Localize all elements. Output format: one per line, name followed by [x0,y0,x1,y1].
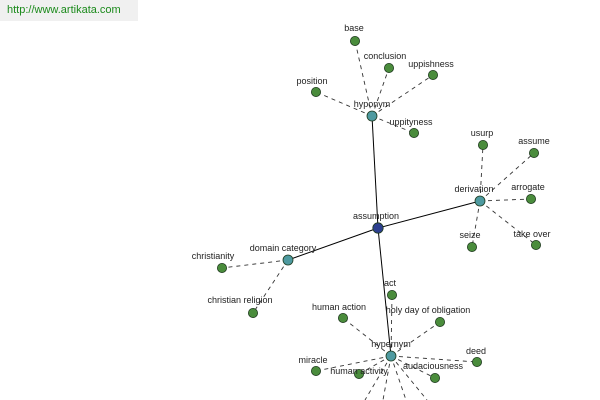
leaf-node-label: audaciousness [403,361,464,371]
leaf-node[interactable] [337,312,348,323]
hub-node-label: hypernym [371,339,411,349]
leaf-node-label: christianity [192,251,235,261]
center-node-label: assumption [353,211,399,221]
hub-to-leaf-edge [358,355,392,375]
leaf-node[interactable] [531,239,542,250]
hub-node-label: derivation [454,184,493,194]
leaf-node[interactable] [216,262,227,273]
leaf-node-label: assume [518,136,550,146]
leaf-node[interactable] [529,147,540,158]
leaf-node[interactable] [247,307,258,318]
leaf-node-label: seize [459,230,480,240]
center-to-hub-edge [371,115,379,229]
leaf-node[interactable] [386,289,397,300]
leaf-node[interactable] [310,365,321,376]
leaf-node[interactable] [434,316,445,327]
hub-to-leaf-edge [390,355,478,363]
center-to-hub-edge [377,200,481,229]
hub-node[interactable] [282,254,294,266]
leaf-node-label: arrogate [511,182,545,192]
leaf-node-label: holy day of obligation [386,305,471,315]
hub-to-offscreen-edge [364,355,392,400]
site-url-watermark: http://www.artikata.com [0,0,138,21]
hub-to-leaf-edge [479,200,537,246]
hub-to-offscreen-edge [390,355,428,400]
hub-to-leaf-edge [390,355,436,379]
leaf-node[interactable] [349,36,360,47]
leaf-node[interactable] [526,193,537,204]
hub-to-leaf-edge [479,144,484,202]
hub-to-leaf-edge [354,40,373,117]
hub-to-leaf-edge [371,74,434,117]
leaf-node-label: conclusion [364,51,407,61]
hub-to-leaf-edge [221,259,289,269]
leaf-node-label: take over [513,229,550,239]
leaf-node-label: uppishness [408,59,454,69]
leaf-node-label: usurp [471,128,494,138]
leaf-node-label: base [344,23,364,33]
hub-to-offscreen-edge [382,355,392,400]
center-to-hub-edge [377,227,392,357]
hub-to-leaf-edge [471,200,481,248]
hub-to-leaf-edge [479,198,532,202]
leaf-node-label: act [384,278,397,288]
hub-to-leaf-edge [390,321,441,357]
center-to-hub-edge [287,227,379,261]
leaf-node[interactable] [471,356,482,367]
hub-to-leaf-edge [371,67,390,117]
leaf-node-label: miracle [298,355,327,365]
hub-node[interactable] [385,350,397,362]
hub-node-label: hyponym [354,99,391,109]
leaf-node[interactable] [353,368,364,379]
leaf-node[interactable] [427,70,438,81]
leaf-node-label: human activity [330,366,388,376]
center-node[interactable] [372,222,384,234]
hub-to-leaf-edge [390,294,393,357]
leaf-node[interactable] [383,63,394,74]
hub-to-leaf-edge [252,259,289,314]
hub-node-label: domain category [250,243,317,253]
hub-node[interactable] [366,110,378,122]
hub-to-leaf-edge [342,317,392,357]
graph-edges [221,40,537,400]
leaf-node[interactable] [466,241,477,252]
hub-node[interactable] [474,195,486,207]
leaf-node-label: uppityness [389,117,433,127]
leaf-node[interactable] [310,87,321,98]
hub-to-leaf-edge [315,91,373,117]
leaf-node[interactable] [408,127,419,138]
leaf-node-label: christian religion [207,295,272,305]
leaf-node[interactable] [477,139,488,150]
leaf-node[interactable] [429,372,440,383]
leaf-node-label: deed [466,346,486,356]
leaf-node-label: position [296,76,327,86]
leaf-node-label: human action [312,302,366,312]
